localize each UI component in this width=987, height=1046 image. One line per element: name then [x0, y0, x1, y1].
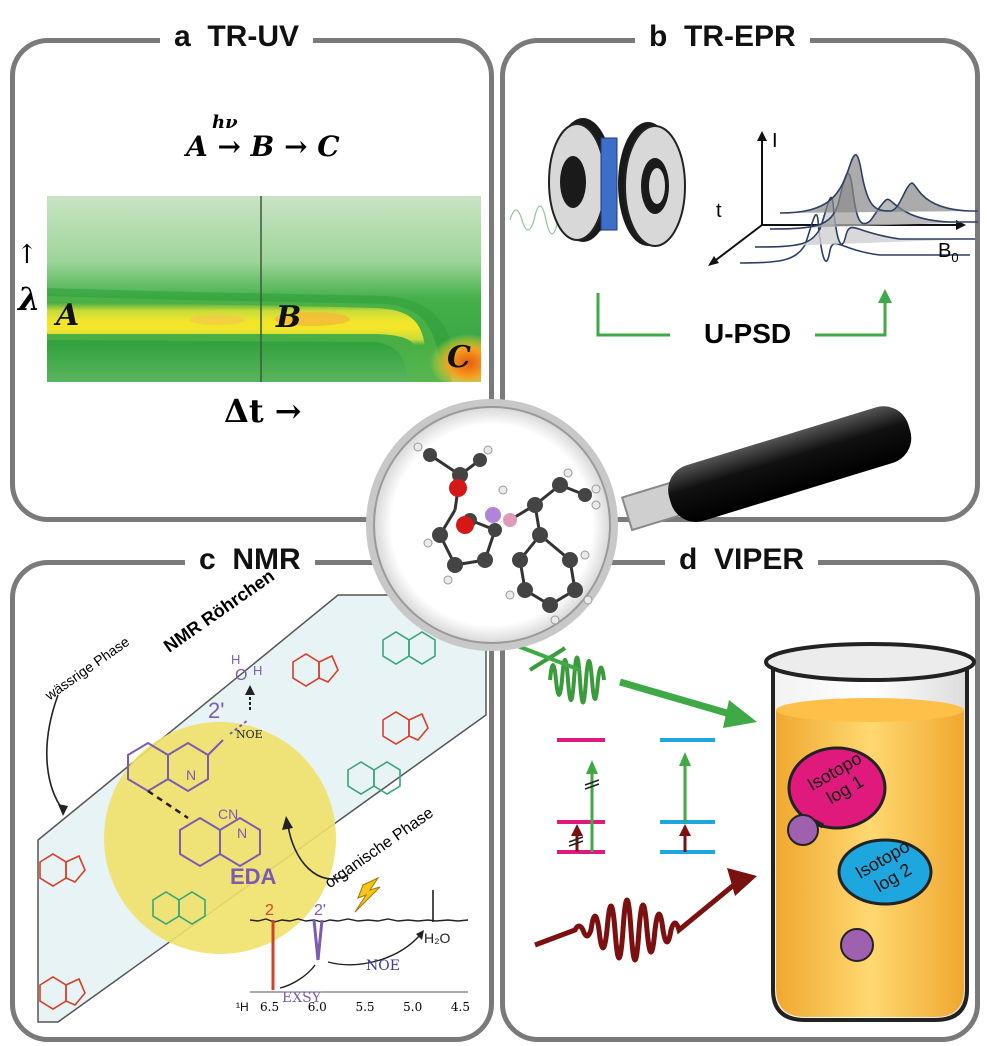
noe-label-top: NOE [236, 728, 263, 741]
nucleus-label: ¹H [236, 1000, 249, 1014]
epr-axis-field-b: B [938, 240, 952, 262]
ppm-tick: 6.5 [260, 1000, 280, 1014]
panel-d-title: d VIPER [665, 543, 819, 577]
ppm-tick: 6.0 [307, 1000, 327, 1014]
delay-axis-label: Δt → [224, 392, 302, 430]
reaction-scheme: A → B → C [186, 130, 340, 163]
wavelength-axis-label: λ [18, 280, 41, 318]
wavelength-arrow: ↑ [16, 240, 38, 270]
svg-text:H: H [231, 652, 240, 667]
viper-diagram [514, 642, 976, 1022]
panel-a-title-text: TR-UV [207, 20, 300, 53]
svg-text:2': 2' [208, 698, 224, 723]
eda-label: EDA [230, 864, 277, 889]
spectrum-peak-2prime-label: 2' [314, 902, 326, 919]
species-a: A [56, 298, 80, 333]
water-label: H₂O [424, 930, 451, 946]
panel-c-title-text: NMR [232, 543, 301, 576]
svg-text:H: H [253, 663, 262, 678]
nmr-chemistry-drawing: 2' O H H N CN N [39, 631, 469, 1010]
reaction-scheme-hv: hν [212, 112, 238, 133]
panel-d-title-text: VIPER [714, 543, 805, 576]
ppm-axis-ticks: 6.5 6.0 5.5 5.0 4.5 [260, 1000, 470, 1014]
species-c: C [447, 340, 471, 375]
panel-c-title: c NMR [185, 543, 315, 577]
u-psd-brackets [596, 289, 892, 337]
svg-text:N: N [186, 767, 196, 783]
ppm-tick: 5.5 [355, 1000, 375, 1014]
panel-b-title-text: TR-EPR [684, 20, 796, 53]
epr-axis-field: B0 [938, 240, 959, 265]
panel-a-letter: a [174, 20, 191, 53]
spectrum-peak-2-label: 2 [265, 902, 274, 919]
exsy-label: EXSY [282, 990, 322, 1006]
epr-axis-time: t [716, 200, 722, 222]
panel-c-letter: c [199, 543, 216, 576]
epr-axis-field-sub: 0 [951, 250, 959, 265]
epr-resonator-illustration [509, 118, 686, 247]
panel-b-title: b TR-EPR [635, 20, 810, 54]
panel-b-letter: b [649, 20, 668, 53]
magnifying-glass-icon [366, 399, 912, 651]
panel-a-title: a TR-UV [160, 20, 314, 54]
epr-axis-intensity: I [772, 130, 778, 152]
ppm-tick: 4.5 [450, 1000, 470, 1014]
epr-2d-plot [708, 131, 978, 266]
species-b: B [276, 300, 302, 335]
svg-text:N: N [237, 825, 247, 841]
tr-uv-heatmap [47, 196, 481, 382]
svg-text:O: O [235, 667, 247, 684]
svg-text:CN: CN [218, 806, 238, 822]
noe-label-spectrum: NOE [366, 958, 400, 974]
ppm-tick: 5.0 [403, 1000, 423, 1014]
u-psd-label: U-PSD [704, 318, 792, 349]
panel-d-letter: d [679, 543, 698, 576]
